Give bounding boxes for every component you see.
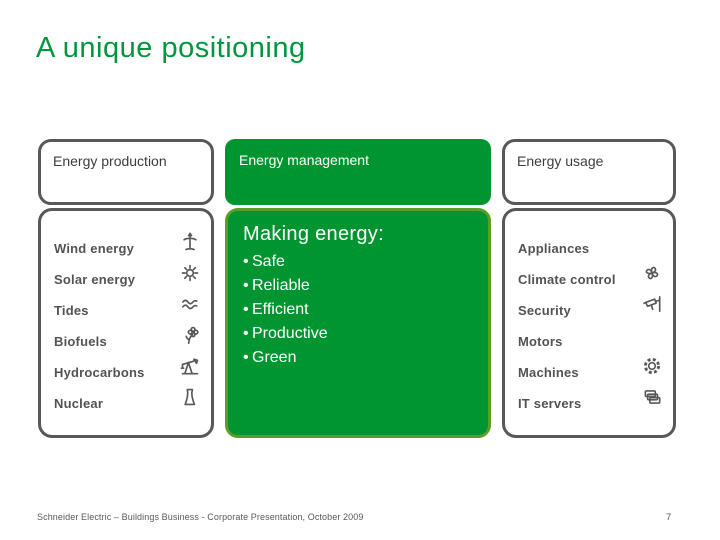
item-label: Security: [518, 303, 571, 318]
item-label: Hydrocarbons: [54, 365, 145, 380]
making-energy-heading: Making energy:: [243, 223, 384, 245]
list-item-tides: Tides: [54, 295, 201, 326]
energy-management-header-box: Energy management: [225, 139, 491, 205]
bullet-label: Reliable: [252, 277, 310, 294]
energy-usage-header-label: Energy usage: [517, 153, 604, 169]
item-label: Biofuels: [54, 334, 107, 349]
list-item-machines: Machines: [518, 357, 663, 388]
item-label: Climate control: [518, 272, 616, 287]
list-item-climate-control: Climate control: [518, 264, 663, 295]
item-label: Tides: [54, 303, 89, 318]
oil-pump-icon: [179, 355, 201, 377]
footer-text: Schneider Electric – Buildings Business …: [37, 512, 364, 522]
energy-production-header-box: Energy production: [38, 139, 214, 205]
list-item-biofuels: Biofuels: [54, 326, 201, 357]
bullet-item-productive: • Productive: [243, 322, 478, 346]
energy-management-header-label: Energy management: [239, 152, 369, 168]
list-item-wind-energy: Wind energy: [54, 231, 201, 264]
list-item-security: Security: [518, 295, 663, 326]
fan-icon: [641, 262, 663, 284]
cooling-tower-icon: [179, 386, 201, 408]
bullet-item-efficient: • Efficient: [243, 298, 478, 322]
bullet-glyph: •: [243, 277, 249, 294]
item-label: Appliances: [518, 241, 590, 256]
no-icon: [641, 324, 663, 346]
bullet-glyph: •: [243, 325, 249, 342]
slide-title: A unique positioning: [36, 32, 306, 64]
bullet-glyph: •: [243, 253, 249, 270]
bullet-label: Efficient: [252, 301, 309, 318]
list-item-appliances: Appliances: [518, 233, 663, 264]
waves-icon: [179, 293, 201, 315]
plant-flower-icon: [179, 324, 201, 346]
energy-usage-list-box: Appliances Climate control Security: [502, 208, 676, 438]
bullet-glyph: •: [243, 301, 249, 318]
page-number: 7: [666, 512, 672, 523]
bullet-item-reliable: • Reliable: [243, 274, 478, 298]
energy-usage-header-box: Energy usage: [502, 139, 676, 205]
energy-management-content-box: Making energy: • Safe • Reliable • Effic…: [225, 208, 491, 438]
bullet-label: Green: [252, 349, 297, 366]
security-camera-icon: [641, 293, 663, 315]
item-label: Solar energy: [54, 272, 136, 287]
list-item-it-servers: IT servers: [518, 388, 663, 419]
servers-icon: [641, 386, 663, 408]
item-label: Nuclear: [54, 396, 104, 411]
item-label: Machines: [518, 365, 579, 380]
item-label: Wind energy: [54, 241, 135, 256]
energy-production-header-label: Energy production: [53, 153, 167, 169]
energy-production-list-box: Wind energy Solar energy Tides: [38, 208, 214, 438]
bullet-label: Safe: [252, 253, 285, 270]
item-label: Motors: [518, 334, 563, 349]
bullet-item-green: • Green: [243, 346, 478, 370]
bullet-label: Productive: [252, 325, 328, 342]
wind-turbine-icon: [179, 231, 201, 253]
list-item-nuclear: Nuclear: [54, 388, 201, 419]
list-item-hydrocarbons: Hydrocarbons: [54, 357, 201, 388]
list-item-motors: Motors: [518, 326, 663, 357]
gear-icon: [641, 355, 663, 377]
bullet-item-safe: • Safe: [243, 250, 478, 274]
bullet-glyph: •: [243, 349, 249, 366]
list-item-solar-energy: Solar energy: [54, 264, 201, 295]
no-icon: [641, 231, 663, 253]
sun-icon: [179, 262, 201, 284]
item-label: IT servers: [518, 396, 582, 411]
